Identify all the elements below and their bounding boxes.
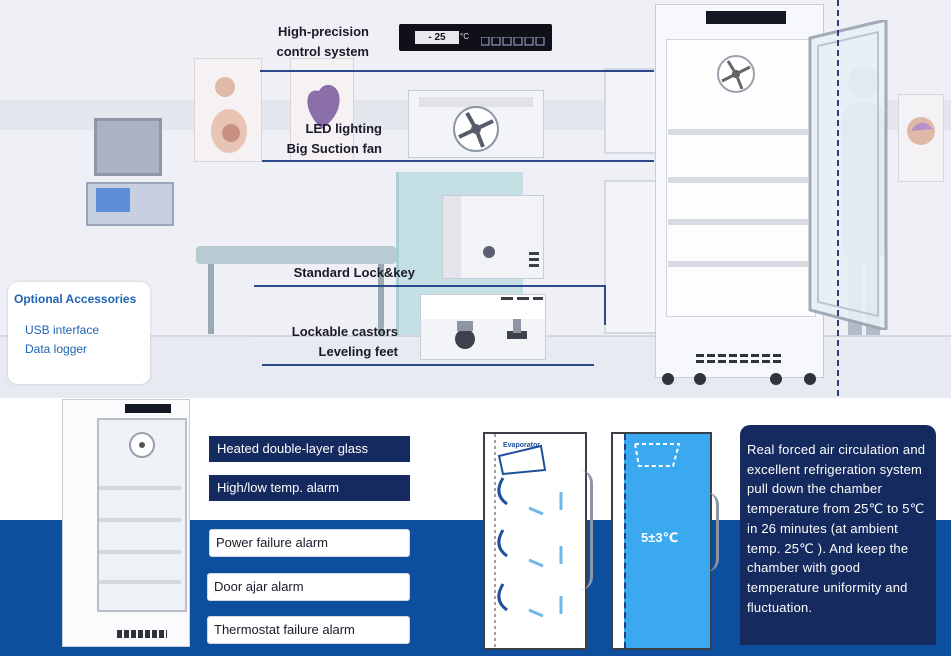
fan-leader-line: [262, 160, 654, 162]
temperature-display: - 25: [415, 31, 459, 44]
feature-heated-glass: Heated double-layer glass: [209, 436, 410, 462]
feature-power-alarm: Power failure alarm: [209, 529, 410, 557]
lock-leader-vertical: [604, 285, 606, 325]
fridge-top-display: [706, 11, 786, 24]
divider-line: [250, 336, 950, 337]
cabinet: [604, 180, 660, 334]
shelf: [668, 177, 808, 183]
castors-photo: [420, 294, 546, 360]
description-panel: Real forced air circulation and excellen…: [740, 425, 936, 645]
shelf: [99, 518, 181, 522]
cabinet: [604, 68, 660, 154]
temperature-chamber: 5±3℃: [611, 432, 712, 650]
bed-leg: [208, 264, 214, 334]
head-poster: [898, 94, 944, 182]
dashed-separator: [837, 0, 839, 426]
fridge-vent: [117, 630, 167, 638]
control-panel: - 25 °C: [399, 24, 552, 51]
led-lighting-label: LED lighting: [305, 121, 382, 136]
shelf: [668, 261, 808, 267]
refrigerator-closed: [62, 399, 190, 647]
suction-fan-photo: [408, 90, 544, 158]
temperature-unit: °C: [460, 32, 469, 41]
chamber-fill: [624, 434, 710, 648]
lock-leader-line: [254, 285, 606, 287]
fridge-fan: [125, 430, 159, 460]
feature-door-alarm: Door ajar alarm: [207, 573, 410, 601]
fridge-vent: [696, 351, 782, 363]
accessory-usb: USB interface: [25, 323, 100, 337]
led-fan-callout: LED lighting Big Suction fan: [260, 119, 382, 159]
shelf: [668, 129, 808, 135]
shelf: [99, 550, 181, 554]
castor-wheels: [660, 372, 820, 386]
wall-monitor: [94, 118, 162, 176]
description-text: Real forced air circulation and excellen…: [747, 442, 926, 615]
temperature-value: - 25: [428, 32, 446, 43]
control-system-line1: High-precision: [277, 24, 369, 39]
feature-temp-alarm: High/low temp. alarm: [209, 475, 410, 501]
bed-leg: [378, 264, 384, 334]
bed: [196, 246, 396, 264]
refrigerator-open: [655, 4, 824, 378]
castors-leader-line: [262, 364, 594, 366]
optional-accessories-box: Optional Accessories USB interface Data …: [8, 282, 150, 384]
heart-poster: [290, 58, 354, 162]
feature-thermostat-alarm: Thermostat failure alarm: [207, 616, 410, 644]
control-system-callout: High-precision control system: [250, 22, 369, 62]
accessory-logger: Data logger: [25, 342, 88, 356]
suction-fan-label: Big Suction fan: [286, 141, 382, 156]
panel-buttons: [480, 33, 547, 46]
shelf: [99, 580, 181, 584]
chamber-divider: [624, 434, 626, 648]
castors-label: Lockable castors: [291, 324, 398, 339]
fridge-glass-door: [808, 18, 888, 332]
lock-key-photo: [442, 195, 544, 279]
castors-callout: Lockable castors Leveling feet: [260, 322, 398, 362]
fridge-top-display: [125, 404, 171, 413]
leveling-feet-label: Leveling feet: [318, 344, 398, 359]
shelf: [99, 486, 181, 490]
accessories-title: Optional Accessories: [14, 292, 137, 306]
control-leader-line: [260, 70, 654, 72]
chamber-door-handle: [706, 492, 719, 572]
airflow-diagram: Evaporator: [483, 432, 587, 650]
evaporator-label: Evaporator: [503, 442, 540, 449]
shelf: [668, 219, 808, 225]
airflow-door-handle: [580, 470, 593, 590]
cart-screen: [96, 188, 130, 212]
fridge-fan: [708, 53, 764, 95]
anatomy-poster: [194, 58, 262, 162]
control-system-line2: control system: [276, 44, 369, 59]
temperature-range: 5±3℃: [641, 530, 679, 545]
lock-key-label: Standard Lock&key: [293, 265, 415, 280]
